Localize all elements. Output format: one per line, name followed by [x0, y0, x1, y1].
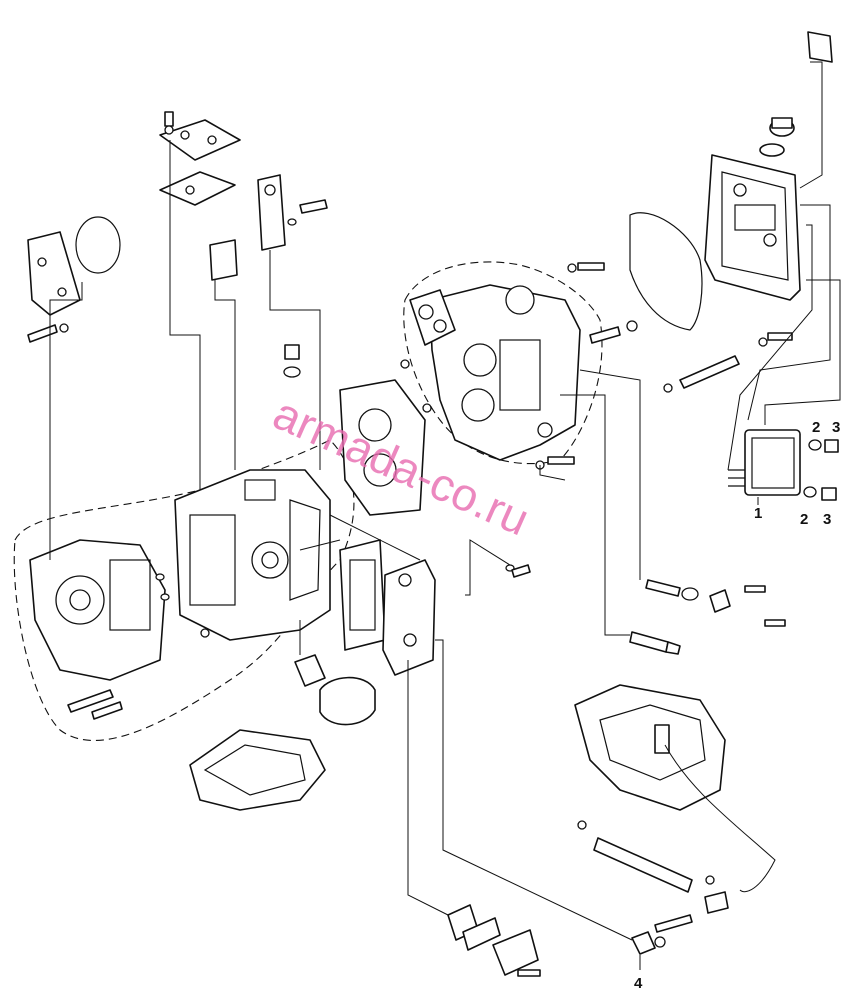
- mount-gasket: [159, 171, 236, 206]
- exhaust-gasket: [339, 539, 386, 651]
- callout-3-lower: 3: [823, 511, 831, 528]
- cable: [664, 744, 776, 893]
- intake-plate: [409, 289, 456, 346]
- bolt-cover: [27, 323, 69, 343]
- bolt-group-crankcase: [67, 628, 210, 720]
- thermostat-housing: [447, 904, 541, 977]
- lower-bracket: [574, 684, 726, 811]
- valve-cover: [704, 154, 801, 301]
- leader-lines: [49, 61, 841, 970]
- oil-plug: [283, 344, 301, 378]
- bolt-top: [164, 111, 174, 135]
- exhaust-cover: [382, 559, 436, 676]
- bottom-cover: [189, 729, 326, 811]
- thermostat-cap: [759, 117, 795, 157]
- crankcase-cover: [29, 539, 166, 681]
- callout-1: 1: [754, 505, 762, 522]
- mount-plate: [159, 119, 241, 161]
- bracket: [257, 174, 328, 251]
- washers-lower: [803, 486, 837, 501]
- oil-filter: [294, 654, 376, 726]
- callout-2-lower: 2: [800, 511, 808, 528]
- plug-cap: [645, 579, 786, 627]
- inspection-cover: [27, 231, 81, 316]
- head-gasket: [339, 379, 426, 516]
- small-parts: [155, 218, 531, 601]
- cylinder-head: [429, 284, 581, 461]
- callout-3-upper: 3: [832, 419, 840, 436]
- spark-plug: [629, 631, 681, 655]
- rectifier: [728, 429, 801, 496]
- cover-o-ring: [75, 216, 121, 274]
- callout-2-upper: 2: [812, 419, 820, 436]
- hose: [593, 837, 693, 893]
- fittings-bottom: [577, 820, 729, 955]
- washers-upper: [808, 439, 839, 453]
- damper-block: [209, 239, 238, 281]
- cylinder-block: [174, 469, 331, 641]
- valve-cover-gasket: [629, 212, 703, 331]
- bolt-group-right: [567, 262, 793, 393]
- callout-4: 4: [634, 975, 643, 992]
- gasket-small: [807, 31, 833, 63]
